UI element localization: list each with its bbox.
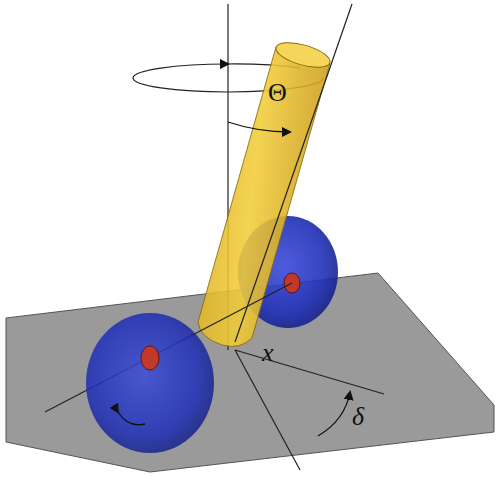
wheel — [86, 313, 214, 453]
theta-arc — [228, 122, 290, 132]
tilt-axis — [235, 4, 352, 342]
heading-line — [235, 350, 384, 394]
wheel-hub — [141, 346, 159, 370]
delta-arc — [318, 392, 350, 436]
symbol-label: δ — [352, 404, 364, 430]
pendulum-body — [198, 47, 330, 346]
symbol-label: Θ — [268, 80, 287, 106]
reference-line — [235, 350, 300, 470]
symbol-label: x — [262, 340, 274, 366]
pendulum-top — [273, 38, 332, 73]
wheel-rotation — [118, 412, 145, 425]
